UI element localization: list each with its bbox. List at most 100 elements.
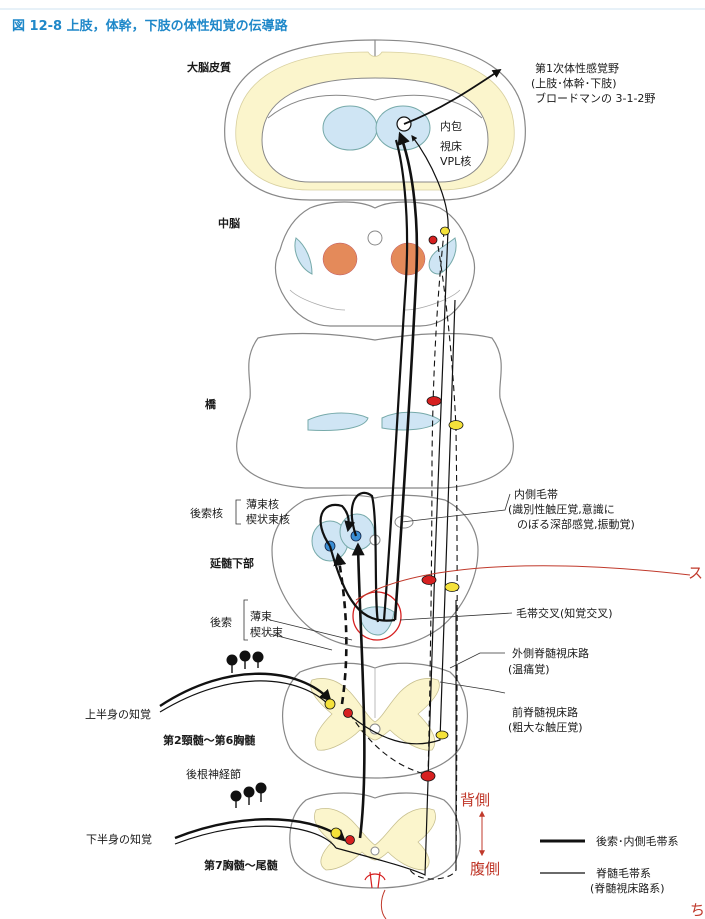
ventral-red-arc bbox=[364, 873, 386, 881]
figure-title: 図 12-8 上肢，体幹，下肢の体性知覚の伝導路 bbox=[12, 18, 289, 34]
legend: 後索･内側毛帯系 脊髄毛帯系 (脊髄視床路系) bbox=[540, 834, 679, 895]
marker-yellow-upper-cord bbox=[324, 698, 336, 710]
label-cerebral-cortex: 大脳皮質 bbox=[187, 60, 231, 74]
left-medial-lemniscus-pons bbox=[307, 412, 369, 431]
cerebrum-section bbox=[224, 39, 526, 201]
bracket-posterior-nuclei bbox=[235, 499, 241, 525]
label-vpl: VPL核 bbox=[440, 154, 471, 168]
legend-thin-label-2: (脊髄視床路系) bbox=[590, 881, 665, 895]
dorsal-root-ganglion-upper bbox=[226, 650, 264, 673]
leader-gracile bbox=[269, 619, 353, 641]
label-lateral-stt-2: (温痛覚) bbox=[508, 662, 550, 676]
label-lower-medulla: 延髄下部 bbox=[209, 556, 254, 570]
label-t7-coccyx: 第7胸髄～尾髄 bbox=[204, 858, 279, 872]
label-internal-capsule: 内包 bbox=[440, 119, 462, 133]
hand-ventral: 腹側 bbox=[470, 860, 500, 878]
labels: 大脳皮質 第1次体性感覚野 (上肢･体幹･下肢) ブロードマンの 3-1-2野 … bbox=[85, 60, 655, 872]
gracile-fasciculus-solid bbox=[351, 542, 366, 839]
leader-anterior-stt bbox=[439, 681, 506, 694]
left-red-nucleus bbox=[322, 242, 358, 276]
label-fasciculus-cuneatus: 楔状束 bbox=[250, 625, 283, 639]
lateral-spinothalamic-lower bbox=[335, 135, 449, 876]
label-gracile-nucleus: 薄束核 bbox=[246, 497, 279, 511]
label-c2-t6: 第2頸髄～第6胸髄 bbox=[163, 733, 256, 747]
label-pons: 橋 bbox=[205, 397, 217, 411]
thin-pathways bbox=[159, 135, 458, 880]
marker-red-upper-cord bbox=[343, 708, 353, 718]
hand-dorsal: 背側 bbox=[460, 791, 490, 809]
lateral-spinothalamic-upper bbox=[347, 299, 456, 745]
red-hand-stroke-bottom bbox=[380, 889, 387, 919]
marker-red-medulla bbox=[421, 575, 437, 585]
marker-yellow-lower-cord bbox=[330, 827, 342, 839]
anterior-spinothalamic-upper-dashed bbox=[349, 231, 445, 776]
label-lateral-stt-1: 外側脊髄視床路 bbox=[512, 646, 589, 660]
upper-body-afferent-thin bbox=[159, 680, 331, 713]
upper-body-afferent-thick bbox=[159, 672, 332, 708]
label-dorsal-root-ganglion: 後根神経節 bbox=[186, 767, 241, 781]
ganglion-cell-4 bbox=[230, 790, 242, 802]
leader-lines bbox=[235, 493, 513, 694]
medial-lemniscus-ascending-2 bbox=[382, 139, 409, 621]
label-posterior-nuclei: 後索核 bbox=[190, 506, 223, 520]
medial-lemniscus-ascending bbox=[393, 131, 419, 621]
handwritten-annotations bbox=[355, 565, 691, 919]
marker-yellow-pons bbox=[448, 420, 464, 430]
marker-red-pons bbox=[426, 396, 442, 406]
midbrain-section bbox=[275, 201, 475, 327]
label-medial-lemniscus: 内側毛帯 bbox=[514, 487, 558, 501]
ganglion-cell-5 bbox=[243, 786, 255, 798]
midbrain-inner-lines bbox=[289, 289, 461, 311]
label-fasciculus-gracilis: 薄束 bbox=[250, 609, 272, 623]
anterior-spinothalamic-dashed bbox=[409, 245, 458, 880]
legend-thick-label: 後索･内側毛帯系 bbox=[596, 834, 679, 848]
spinal-cord-upper-section bbox=[281, 662, 469, 779]
cuneate-loop bbox=[319, 503, 356, 547]
bracket-posterior-funiculus bbox=[243, 599, 248, 641]
label-anterior-stt-2: (粗大な触圧覚) bbox=[508, 720, 583, 734]
label-cuneate-nucleus: 楔状束核 bbox=[246, 512, 290, 526]
marker-red-lower-cord bbox=[345, 835, 355, 845]
label-upper-body: 上半身の知覚 bbox=[85, 707, 151, 721]
ganglion-cell-1 bbox=[226, 654, 238, 666]
marker-yellow-upper-cord-right bbox=[435, 730, 449, 740]
ganglion-cell-2 bbox=[239, 650, 251, 662]
hand-edge-mark-2: ち bbox=[690, 901, 705, 919]
pons-outline bbox=[236, 332, 514, 489]
label-somatosensory-3: ブロードマンの 3-1-2野 bbox=[535, 91, 655, 105]
label-thalamus: 視床 bbox=[440, 139, 462, 153]
label-anterior-stt-1: 前脊髄視床路 bbox=[512, 705, 578, 719]
pons-section bbox=[236, 332, 514, 489]
gray-matter-upper bbox=[310, 678, 440, 751]
cuneate-fasciculus-dashed bbox=[333, 552, 348, 705]
label-ml-desc-1: (識別性触圧覚,意識に bbox=[508, 502, 615, 516]
thalamocortical-projection bbox=[403, 69, 502, 125]
left-thalamus bbox=[322, 105, 378, 151]
cuneate-to-decussation bbox=[328, 545, 396, 622]
label-posterior-funiculus: 後索 bbox=[210, 615, 232, 629]
legend-thin-label-1: 脊髄毛帯系 bbox=[596, 866, 651, 880]
ganglion-cell-6 bbox=[255, 782, 267, 794]
left-medial-lemniscus-midbrain bbox=[294, 237, 313, 275]
spinal-cord-lower-section bbox=[289, 792, 461, 889]
tract-markers bbox=[324, 226, 464, 845]
marker-yellow-medulla bbox=[444, 582, 460, 592]
dorsal-root-ganglion-lower bbox=[230, 782, 267, 808]
leader-decussation bbox=[399, 612, 513, 621]
gray-matter-lower bbox=[314, 808, 436, 871]
label-somatosensory-1: 第1次体性感覚野 bbox=[535, 61, 619, 75]
leader-medial-lemniscus bbox=[401, 493, 511, 523]
midbrain-outline bbox=[275, 201, 475, 327]
central-canal-lower bbox=[370, 846, 380, 856]
gracile-loop-to-decussation bbox=[350, 491, 380, 623]
red-hand-line bbox=[355, 565, 691, 601]
label-midbrain: 中脳 bbox=[218, 216, 240, 230]
label-ml-desc-2: のぼる深部感覚,振動覚) bbox=[517, 517, 635, 531]
marker-red-upper-cord-right bbox=[420, 770, 436, 782]
marker-red-midbrain bbox=[428, 235, 438, 245]
label-somatosensory-2: (上肢･体幹･下肢) bbox=[531, 76, 617, 90]
label-lower-body: 下半身の知覚 bbox=[86, 832, 152, 846]
leader-lateral-stt bbox=[449, 652, 505, 669]
hand-edge-mark-1: ス bbox=[688, 564, 703, 582]
